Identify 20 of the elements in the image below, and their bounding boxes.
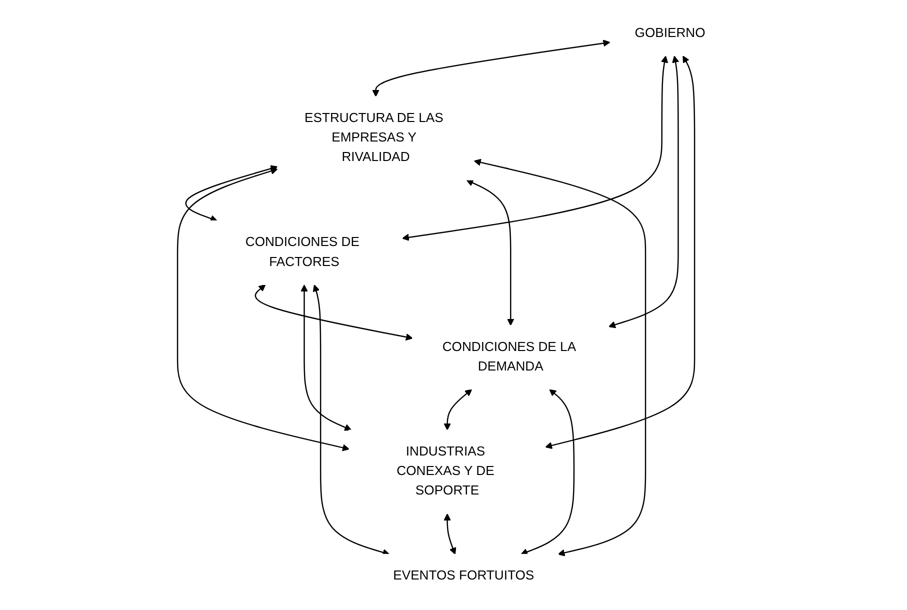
arrow (544, 56, 695, 449)
arrow (608, 56, 679, 328)
arrow (372, 40, 610, 97)
arrow (444, 513, 456, 555)
arrow (466, 180, 514, 326)
node-text: GOBIERNO (634, 26, 706, 40)
node-text: EVENTOS FORTUITOS (392, 569, 534, 583)
arrow (254, 284, 413, 341)
node-text: CONDICIONES DE FACTORES (245, 236, 360, 270)
arrow (176, 168, 350, 452)
arrow (300, 284, 352, 431)
arrow (185, 165, 278, 222)
node-text: CONDICIONES DE LA DEMANDA (442, 340, 576, 374)
arrow (474, 158, 646, 556)
arrow (520, 389, 574, 556)
arrow (402, 56, 668, 241)
node-text: ESTRUCTURA DE LAS EMPRESAS Y RIVALIDAD (304, 111, 444, 164)
arrow (312, 284, 390, 556)
node-text: INDUSTRIAS CONEXAS Y DE SOPORTE (396, 444, 494, 498)
arrow (444, 389, 472, 430)
